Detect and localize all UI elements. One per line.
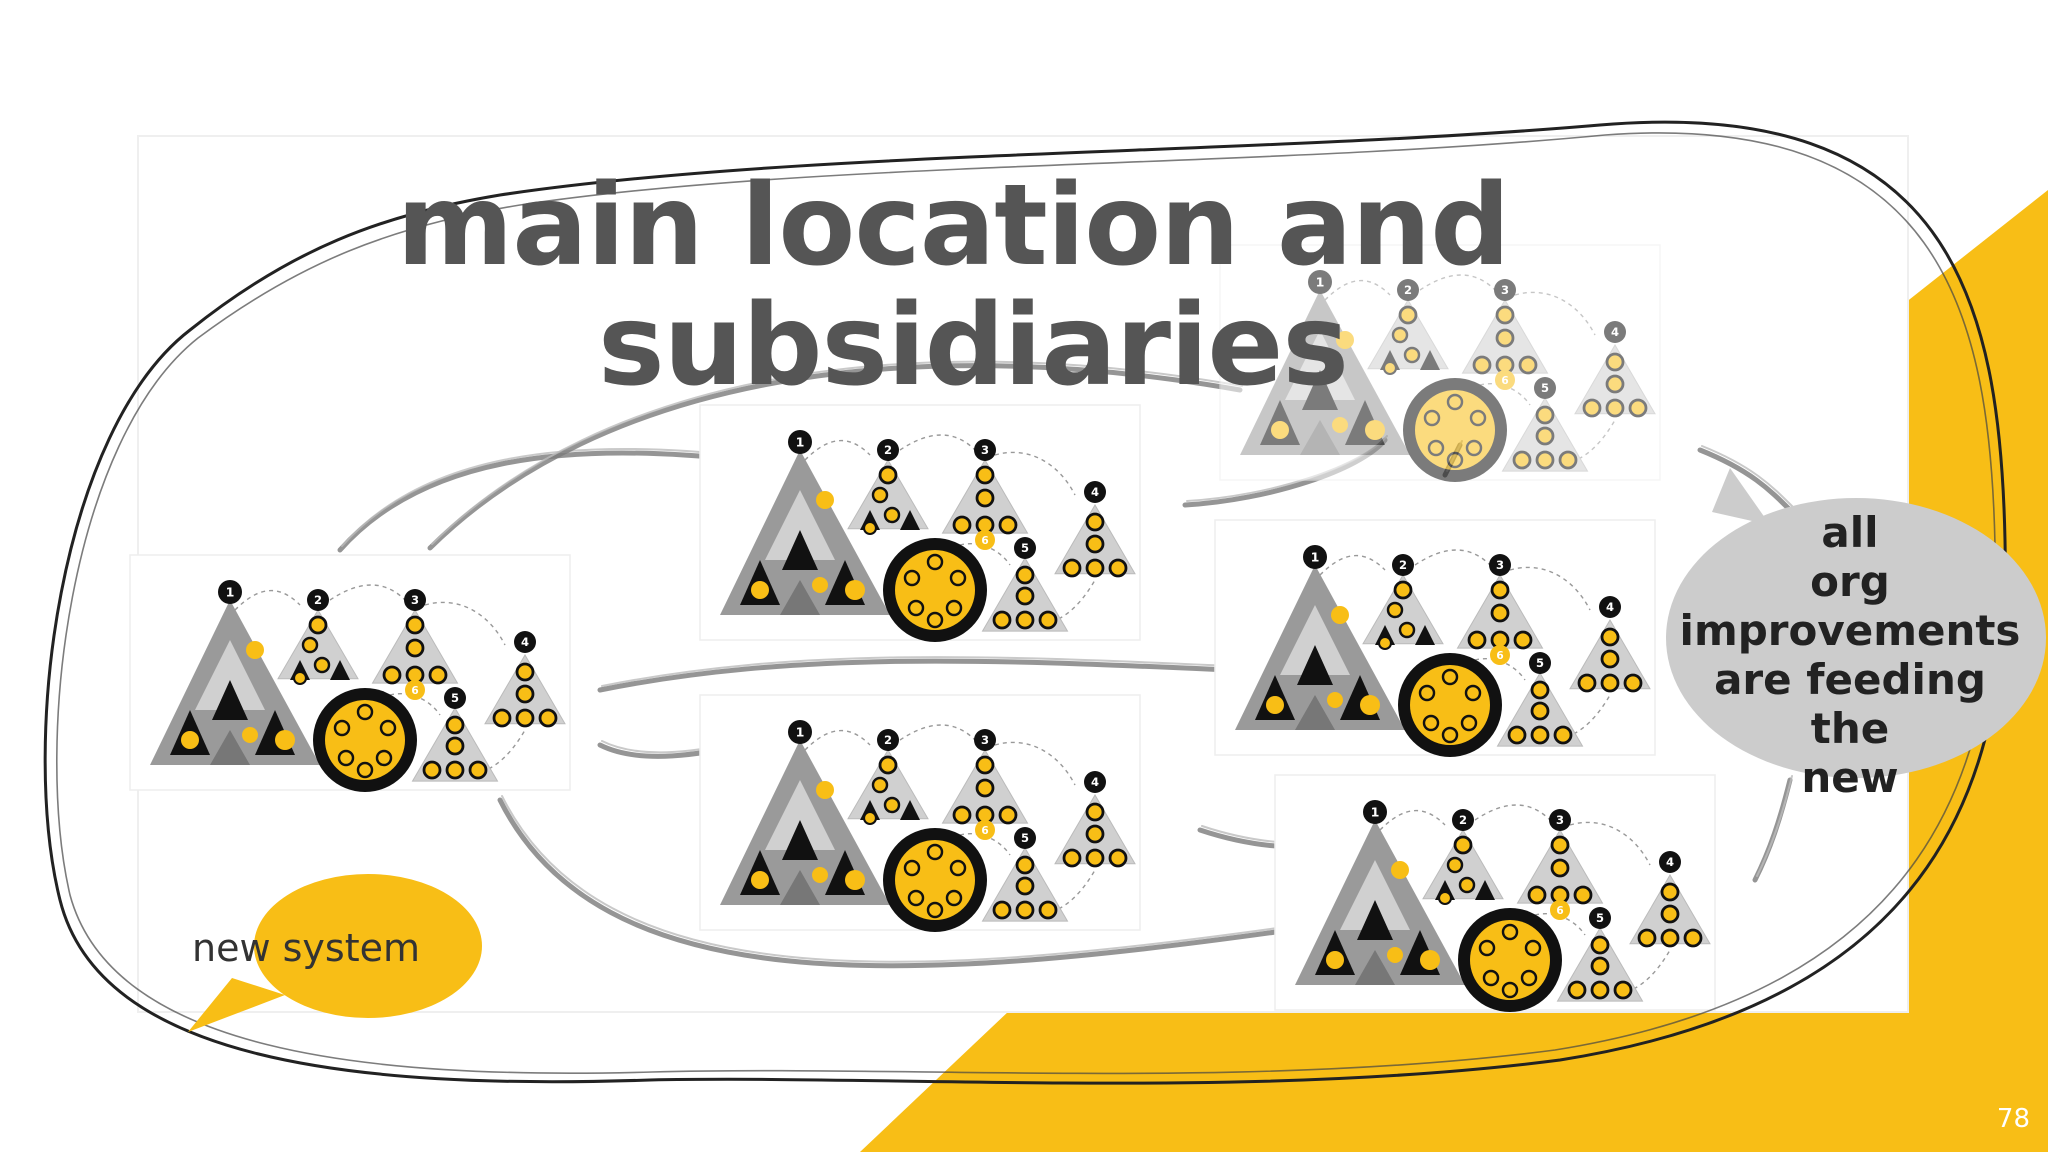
- svg-text:3: 3: [1501, 283, 1509, 297]
- unit-bottom-right: 1 2 3 4 6 5: [1274, 774, 1716, 1012]
- svg-text:3: 3: [981, 733, 989, 747]
- unit-left: 1 2 3 4 6 5: [129, 554, 571, 792]
- improvements-line-3: improvements: [1679, 606, 2021, 655]
- svg-text:3: 3: [1556, 813, 1564, 827]
- unit-top-right: 1 2 3 4 6 5: [1219, 244, 1661, 482]
- svg-text:1: 1: [1371, 805, 1380, 820]
- hand-drawn-boundary-echo: [55, 132, 1996, 1075]
- unit-bottom-center: 1 2 3 4 6 5: [699, 694, 1141, 932]
- svg-text:6: 6: [1556, 905, 1563, 917]
- svg-text:2: 2: [314, 593, 322, 607]
- curved-arrow: [427, 363, 1243, 551]
- svg-text:4: 4: [1091, 485, 1099, 499]
- svg-text:6: 6: [1496, 650, 1503, 662]
- hand-drawn-boundary: [43, 120, 2007, 1085]
- svg-text:6: 6: [981, 535, 988, 547]
- new-system-bubble: [188, 874, 482, 1032]
- page-number: 78: [1996, 1104, 2030, 1134]
- unit-middle-right: 1 2 3 4 6 5: [1214, 519, 1656, 757]
- svg-text:2: 2: [1404, 283, 1412, 297]
- curved-arrow: [1697, 447, 1793, 513]
- svg-text:6: 6: [981, 825, 988, 837]
- improvements-label: all org improvements are feeding the new: [1672, 508, 2028, 802]
- new-system-label: new system: [192, 926, 420, 970]
- svg-text:6: 6: [1501, 375, 1508, 387]
- title-line-1: main location and: [396, 161, 1511, 291]
- curved-arrow: [497, 797, 1293, 969]
- svg-text:5: 5: [1536, 656, 1544, 670]
- svg-text:5: 5: [1541, 381, 1549, 395]
- svg-text:1: 1: [1311, 550, 1320, 565]
- svg-text:1: 1: [226, 585, 235, 600]
- improvements-bubble: [1666, 468, 2046, 778]
- improvements-line-1: all: [1821, 508, 1879, 557]
- svg-text:1: 1: [796, 435, 805, 450]
- svg-text:6: 6: [411, 685, 418, 697]
- svg-text:2: 2: [884, 733, 892, 747]
- svg-text:3: 3: [411, 593, 419, 607]
- svg-text:4: 4: [1091, 775, 1099, 789]
- svg-text:2: 2: [1459, 813, 1467, 827]
- units-layer: 1 2 3 4 6 5 1 2 3 4 6 5 1 2 3 4 6 5 1 2 3 4 6 5 1 2 3 4 6 5 1 2 3 4 6 5: [129, 244, 1716, 1012]
- svg-text:4: 4: [1666, 855, 1674, 869]
- svg-text:4: 4: [521, 635, 529, 649]
- improvements-line-2: org: [1810, 557, 1890, 606]
- svg-text:5: 5: [1021, 541, 1029, 555]
- svg-text:2: 2: [884, 443, 892, 457]
- unit-top-center: 1 2 3 4 6 5: [699, 404, 1141, 642]
- curved-arrow: [597, 658, 1233, 693]
- svg-text:1: 1: [1316, 275, 1325, 290]
- title-line-2: subsidiaries: [597, 281, 1349, 411]
- svg-text:3: 3: [981, 443, 989, 457]
- svg-text:5: 5: [1596, 911, 1604, 925]
- svg-text:2: 2: [1399, 558, 1407, 572]
- svg-text:5: 5: [451, 691, 459, 705]
- svg-text:1: 1: [796, 725, 805, 740]
- curved-arrow: [337, 450, 743, 553]
- svg-text:5: 5: [1021, 831, 1029, 845]
- improvements-line-4: are feeding the: [1714, 655, 1986, 753]
- svg-text:4: 4: [1606, 600, 1614, 614]
- svg-text:4: 4: [1611, 325, 1619, 339]
- svg-text:3: 3: [1496, 558, 1504, 572]
- improvements-line-5: new: [1801, 753, 1899, 802]
